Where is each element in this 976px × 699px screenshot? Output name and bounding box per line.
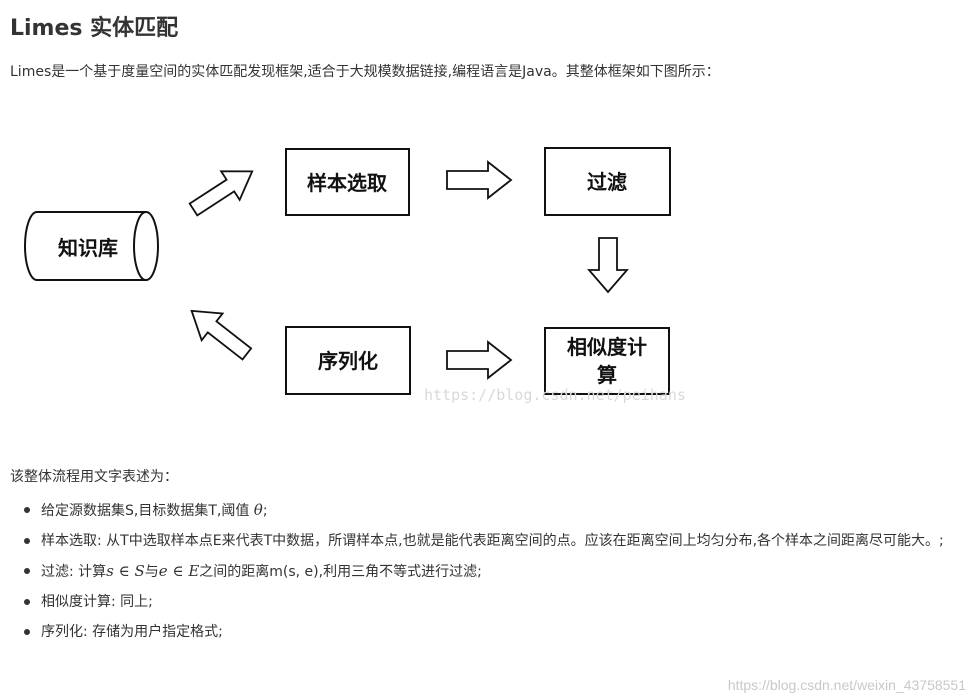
framework-diagram: 知识库 样本选取 过滤 相似度计 算 序列化 https://blog.csd (24, 147, 686, 404)
similarity-label-line1: 相似度计 (567, 335, 647, 359)
list-item: 相似度计算: 同上; (22, 590, 968, 614)
similarity-label-line2: 算 (597, 363, 617, 387)
list-item: 过滤: 计算s ∈ S与e ∈ E之间的距离m(s, e),利用三角不等式进行过… (22, 559, 968, 584)
sample-box: 样本选取 (285, 148, 410, 216)
theta-symbol: θ (253, 501, 263, 519)
intro-paragraph: Limes是一个基于度量空间的实体匹配发现框架,适合于大规模数据链接,编程语言是… (10, 64, 720, 80)
similarity-box: 相似度计 算 (544, 327, 670, 395)
bullet-icon (24, 507, 30, 513)
serialize-box: 序列化 (285, 326, 411, 395)
filter-label: 过滤 (587, 170, 627, 194)
arrow-to-similarity-from-serialize-icon (446, 340, 513, 380)
bullet-icon (24, 538, 30, 544)
bullet-icon (24, 599, 30, 605)
list-item: 给定源数据集S,目标数据集T,阈值 θ; (22, 498, 968, 523)
bullet-icon (24, 568, 30, 574)
math-e-in-E: e ∈ E (158, 562, 200, 580)
arrow-to-sample-icon (188, 170, 254, 217)
arrow-to-similarity-icon (587, 237, 629, 294)
knowledge-base-cylinder: 知识库 (24, 211, 159, 281)
list-item: 样本选取: 从T中选取样本点E来代表T中数据，所谓样本点,也就是能代表距离空间的… (22, 529, 968, 553)
diagram-watermark: https://blog.csdn.net/peihans (424, 386, 686, 404)
math-s-in-S: s ∈ S (106, 562, 145, 580)
sample-label: 样本选取 (307, 171, 387, 195)
summary-text: 该整体流程用文字表述为： (10, 469, 178, 485)
steps-list: 给定源数据集S,目标数据集T,阈值 θ; 样本选取: 从T中选取样本点E来代表T… (22, 498, 968, 650)
arrow-to-filter-icon (446, 160, 513, 200)
serialize-label: 序列化 (318, 349, 378, 373)
filter-box: 过滤 (544, 147, 671, 216)
knowledge-base-label: 知识库 (58, 236, 118, 260)
list-item: 序列化: 存储为用户指定格式; (22, 620, 968, 644)
bottom-watermark: https://blog.csdn.net/weixin_43758551 (727, 677, 966, 693)
arrow-to-knowledge-base-icon (190, 309, 253, 361)
bullet-icon (24, 629, 30, 635)
page-title: Limes 实体匹配 (10, 16, 179, 41)
